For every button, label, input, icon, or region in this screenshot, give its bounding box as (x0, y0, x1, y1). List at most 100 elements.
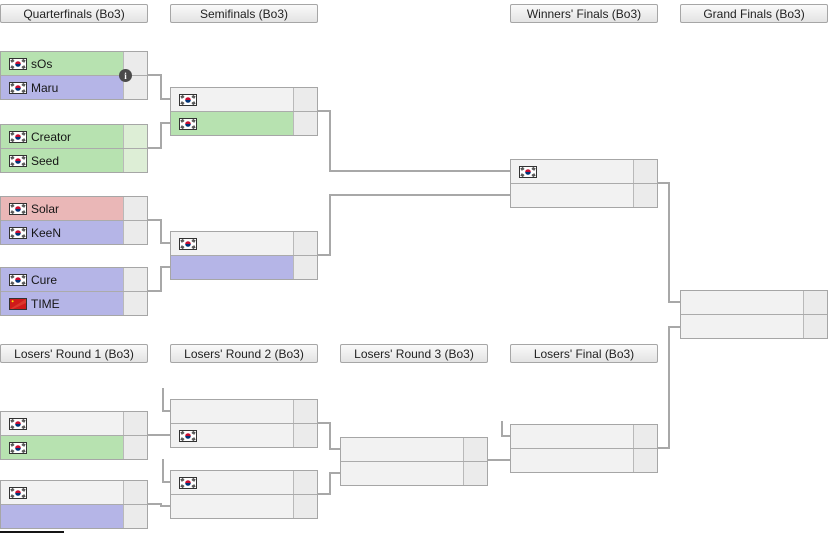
match-sf1 (170, 87, 318, 136)
player-cell (1, 505, 123, 528)
player-cell (511, 160, 633, 183)
bracket-slot: Creator (1, 125, 147, 148)
bracket-connector (160, 74, 162, 100)
flag-kr-icon (9, 226, 27, 239)
score-cell (463, 438, 487, 461)
bracket-connector (329, 422, 331, 450)
player-cell[interactable]: Solar (1, 197, 123, 220)
player-cell (171, 424, 293, 447)
bracket-connector (160, 122, 162, 149)
flag-kr-icon (179, 93, 197, 106)
match-sf2 (170, 231, 318, 280)
score-cell (123, 149, 147, 172)
player-cell[interactable]: Maru (1, 76, 123, 99)
bracket-slot (1, 504, 147, 528)
flag-kr-icon (9, 486, 27, 499)
score-cell (293, 495, 317, 518)
match-lb-final (510, 424, 658, 473)
score-cell (293, 88, 317, 111)
bracket-slot (1, 412, 147, 435)
score-cell (123, 125, 147, 148)
score-cell (803, 291, 827, 314)
bracket-connector (160, 219, 162, 244)
score-cell (123, 268, 147, 291)
bracket-connector (161, 505, 171, 507)
round-header: Losers' Round 2 (Bo3) (170, 344, 318, 363)
player-cell[interactable]: sOs (1, 52, 123, 75)
score-cell (123, 412, 147, 435)
round-header: Losers' Round 3 (Bo3) (340, 344, 488, 363)
bracket-connector (162, 459, 164, 483)
flag-kr-icon (9, 441, 27, 454)
bracket-slot: Maru (1, 75, 147, 99)
bracket-connector (330, 194, 511, 196)
score-cell (123, 197, 147, 220)
bracket-slot (681, 291, 827, 314)
player-name: Creator (31, 129, 72, 144)
player-cell[interactable]: Creator (1, 125, 123, 148)
player-cell (1, 436, 123, 459)
score-cell (123, 76, 147, 99)
bracket-connector (669, 301, 681, 303)
score-cell (633, 449, 657, 472)
round-header: Quarterfinals (Bo3) (0, 4, 148, 23)
bracket-slot: Seed (1, 148, 147, 172)
flag-kr-icon (9, 57, 27, 70)
bracket-connector (330, 448, 341, 450)
bracket-slot: Cure (1, 268, 147, 291)
flag-kr-icon (519, 165, 537, 178)
bracket-connector (161, 122, 171, 124)
player-cell[interactable]: TIME (1, 292, 123, 315)
bracket-slot (511, 425, 657, 448)
bracket-connector (488, 459, 511, 461)
bracket-connector (148, 219, 162, 221)
bracket-connector (318, 422, 331, 424)
match-lb-r2-m1 (170, 399, 318, 448)
player-name: Solar (31, 201, 60, 216)
bracket-slot (511, 448, 657, 472)
bracket-connector (318, 493, 331, 495)
score-cell (123, 505, 147, 528)
flag-kr-icon (179, 237, 197, 250)
player-cell (1, 481, 123, 504)
player-cell (341, 438, 463, 461)
bracket-connector (658, 447, 670, 449)
score-cell (123, 221, 147, 244)
bracket-connector (329, 472, 331, 495)
player-cell (171, 256, 293, 279)
bracket-connector (318, 254, 331, 256)
match-lb-r3 (340, 437, 488, 486)
player-cell[interactable]: Cure (1, 268, 123, 291)
bracket-connector (160, 266, 162, 292)
bracket-connector (162, 388, 164, 412)
flag-kr-icon (179, 429, 197, 442)
score-cell (633, 184, 657, 207)
match-lb-r1-m2 (0, 480, 148, 529)
player-cell[interactable]: KeeN (1, 221, 123, 244)
player-cell[interactable]: Seed (1, 149, 123, 172)
bracket-connector (329, 110, 331, 172)
score-cell (633, 160, 657, 183)
player-cell (171, 232, 293, 255)
bracket-connector (318, 110, 331, 112)
player-cell (171, 400, 293, 423)
player-cell (511, 425, 633, 448)
round-header: Losers' Final (Bo3) (510, 344, 658, 363)
info-icon[interactable]: i (119, 69, 132, 82)
bracket-connector (329, 194, 331, 256)
player-name: sOs (31, 56, 53, 71)
player-cell (511, 184, 633, 207)
flag-kr-icon (179, 117, 197, 130)
player-name: Cure (31, 272, 58, 287)
bracket-slot: TIME (1, 291, 147, 315)
bracket-connector (161, 242, 171, 244)
flag-kr-icon (179, 476, 197, 489)
player-name: TIME (31, 296, 60, 311)
bracket-connector (161, 98, 171, 100)
flag-kr-icon (9, 154, 27, 167)
player-cell (681, 291, 803, 314)
bracket-connector (148, 434, 171, 436)
